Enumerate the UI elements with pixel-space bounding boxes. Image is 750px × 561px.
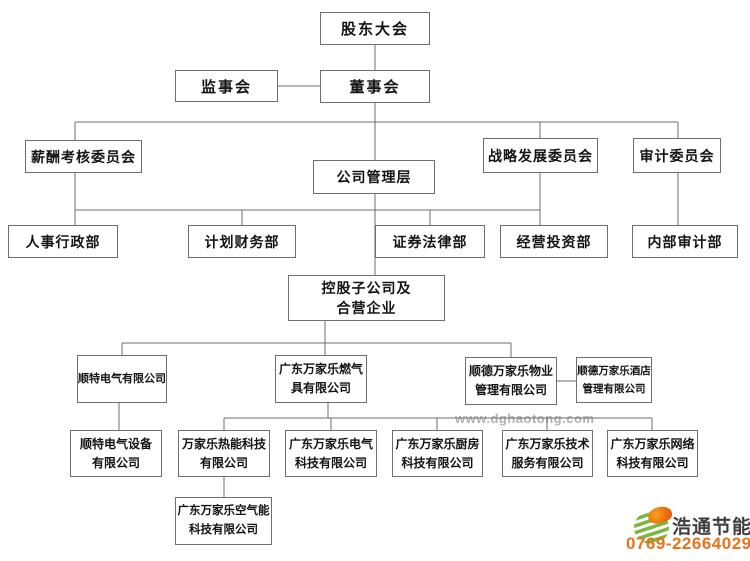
org-node-property-management-co: 顺德万家乐物业 管理有限公司 [465, 357, 557, 405]
node-label: 广东万家乐技术 [505, 436, 590, 451]
org-node-electric-tech-co: 广东万家乐电气 科技有限公司 [285, 430, 377, 477]
node-label: 有限公司 [91, 455, 140, 470]
org-node-internal-audit-dept: 内部审计部 [632, 225, 738, 258]
org-node-securities-legal-dept: 证券法律部 [375, 225, 485, 258]
org-node-hotel-management-co: 顺德万家乐酒店 管理有限公司 [576, 357, 652, 403]
org-node-hr-admin-dept: 人事行政部 [8, 225, 118, 258]
node-label: 计划财务部 [204, 233, 280, 250]
node-label: 广东万家乐空气能 [177, 505, 270, 517]
node-label: 股东大会 [340, 21, 409, 38]
node-label: 广东万家乐电气 [288, 436, 373, 451]
node-label: 薪酬考核委员会 [31, 148, 136, 165]
org-node-company-management: 公司管理层 [313, 160, 435, 194]
node-label: 顺德万家乐物业 [468, 364, 553, 378]
logo-brand-text: 浩通节能 [672, 517, 750, 538]
node-label: 万家乐热能科技 [181, 436, 266, 451]
org-node-network-tech-co: 广东万家乐网络 科技有限公司 [607, 430, 698, 477]
org-node-board-of-directors: 董事会 [320, 70, 430, 103]
node-label: 审计委员会 [639, 147, 715, 164]
node-label: 人事行政部 [25, 233, 101, 250]
node-label: 服务有限公司 [511, 455, 584, 470]
node-label: 公司管理层 [336, 169, 412, 185]
node-label: 内部审计部 [647, 233, 723, 250]
node-label: 战略发展委员会 [488, 147, 593, 164]
node-label: 广东万家乐燃气 [278, 362, 363, 376]
org-node-holding-subsidiaries: 控股子公司及 合营企业 [288, 275, 445, 321]
node-label: 顺特电气有限公司 [78, 372, 166, 385]
node-label: 广东万家乐厨房 [395, 436, 480, 451]
node-label: 管理有限公司 [582, 383, 646, 395]
node-label: 科技有限公司 [189, 524, 258, 536]
node-label: 证券法律部 [392, 233, 468, 250]
node-label: 经营投资部 [516, 233, 592, 250]
node-label: 有限公司 [199, 455, 248, 470]
node-label: 管理有限公司 [474, 383, 547, 397]
org-node-air-energy-co: 广东万家乐空气能 科技有限公司 [175, 497, 272, 545]
node-label: 科技有限公司 [401, 455, 474, 470]
logo-phone-number: 0769-22664029 [626, 534, 750, 553]
org-node-audit-committee: 审计委员会 [633, 138, 721, 173]
haotong-logo: 浩通节能 0769-22664029 [625, 503, 750, 558]
org-node-kitchen-tech-co: 广东万家乐厨房 科技有限公司 [392, 430, 483, 477]
org-node-shunte-electric: 顺特电气有限公司 [77, 355, 167, 403]
node-label: 董事会 [349, 79, 401, 96]
org-node-strategy-committee: 战略发展委员会 [483, 138, 598, 173]
node-label: 具有限公司 [290, 381, 351, 395]
node-label: 合营企业 [336, 300, 397, 316]
org-node-thermal-tech-co: 万家乐热能科技 有限公司 [178, 430, 270, 477]
node-label: 监事会 [200, 78, 252, 96]
node-label: 广东万家乐网络 [610, 436, 695, 451]
org-node-shareholders-meeting: 股东大会 [320, 12, 430, 45]
node-label: 科技有限公司 [616, 455, 689, 470]
node-label: 顺德万家乐酒店 [577, 365, 651, 377]
globe-leaf-icon [634, 511, 669, 544]
org-node-planning-finance-dept: 计划财务部 [188, 225, 296, 258]
org-node-supervisory-board: 监事会 [175, 70, 278, 102]
org-node-gas-appliance-co: 广东万家乐燃气 具有限公司 [275, 355, 367, 403]
org-node-shunte-equipment-co: 顺特电气设备 有限公司 [70, 430, 162, 477]
org-node-tech-service-co: 广东万家乐技术 服务有限公司 [502, 430, 593, 477]
node-label: 科技有限公司 [294, 455, 367, 470]
org-node-operations-investment-dept: 经营投资部 [500, 225, 608, 258]
org-node-compensation-committee: 薪酬考核委员会 [25, 140, 142, 173]
node-label: 顺特电气设备 [79, 436, 152, 451]
node-label: 控股子公司及 [321, 280, 412, 296]
